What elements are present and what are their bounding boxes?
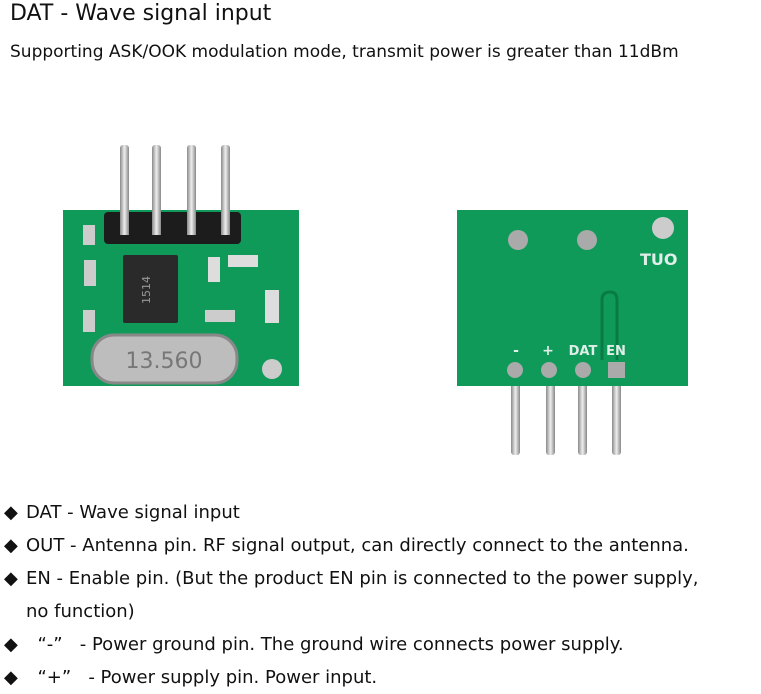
pin-plus-label: + [542,343,554,359]
chip [123,255,178,323]
pin-minus-label: - [513,343,519,359]
diamond-bullet-icon: ◆ [4,568,18,589]
pin-en-label: EN [606,344,626,359]
front-board: 1514 13.560 [63,145,299,386]
list-item: ◆OUT - Antenna pin. RF signal output, ca… [4,529,698,562]
diamond-bullet-icon: ◆ [4,535,18,556]
crystal-label: 13.560 [126,349,203,374]
diamond-bullet-icon: ◆ [4,634,18,655]
diamond-bullet-icon: ◆ [4,667,18,688]
diamond-bullet-icon: ◆ [4,502,18,523]
list-item: ◆EN - Enable pin. (But the product EN pi… [4,562,698,595]
list-item: ◆ “-” - Power ground pin. The ground wir… [4,628,698,661]
subheading: Supporting ASK/OOK modulation mode, tran… [10,42,679,62]
back-board: TUO - + DAT EN [457,210,688,455]
list-item: ◆ “+” - Power supply pin. Power input. [4,661,698,694]
out-label: TUO [640,250,678,269]
list-item-continuation: no function) [26,601,135,622]
heading: DAT - Wave signal input [10,1,272,26]
pin-dat-label: DAT [569,344,598,359]
list-item: ◆DAT - Wave signal input [4,496,698,529]
chip-label: 1514 [140,276,153,304]
pin-description-list: ◆DAT - Wave signal input ◆OUT - Antenna … [4,496,698,694]
